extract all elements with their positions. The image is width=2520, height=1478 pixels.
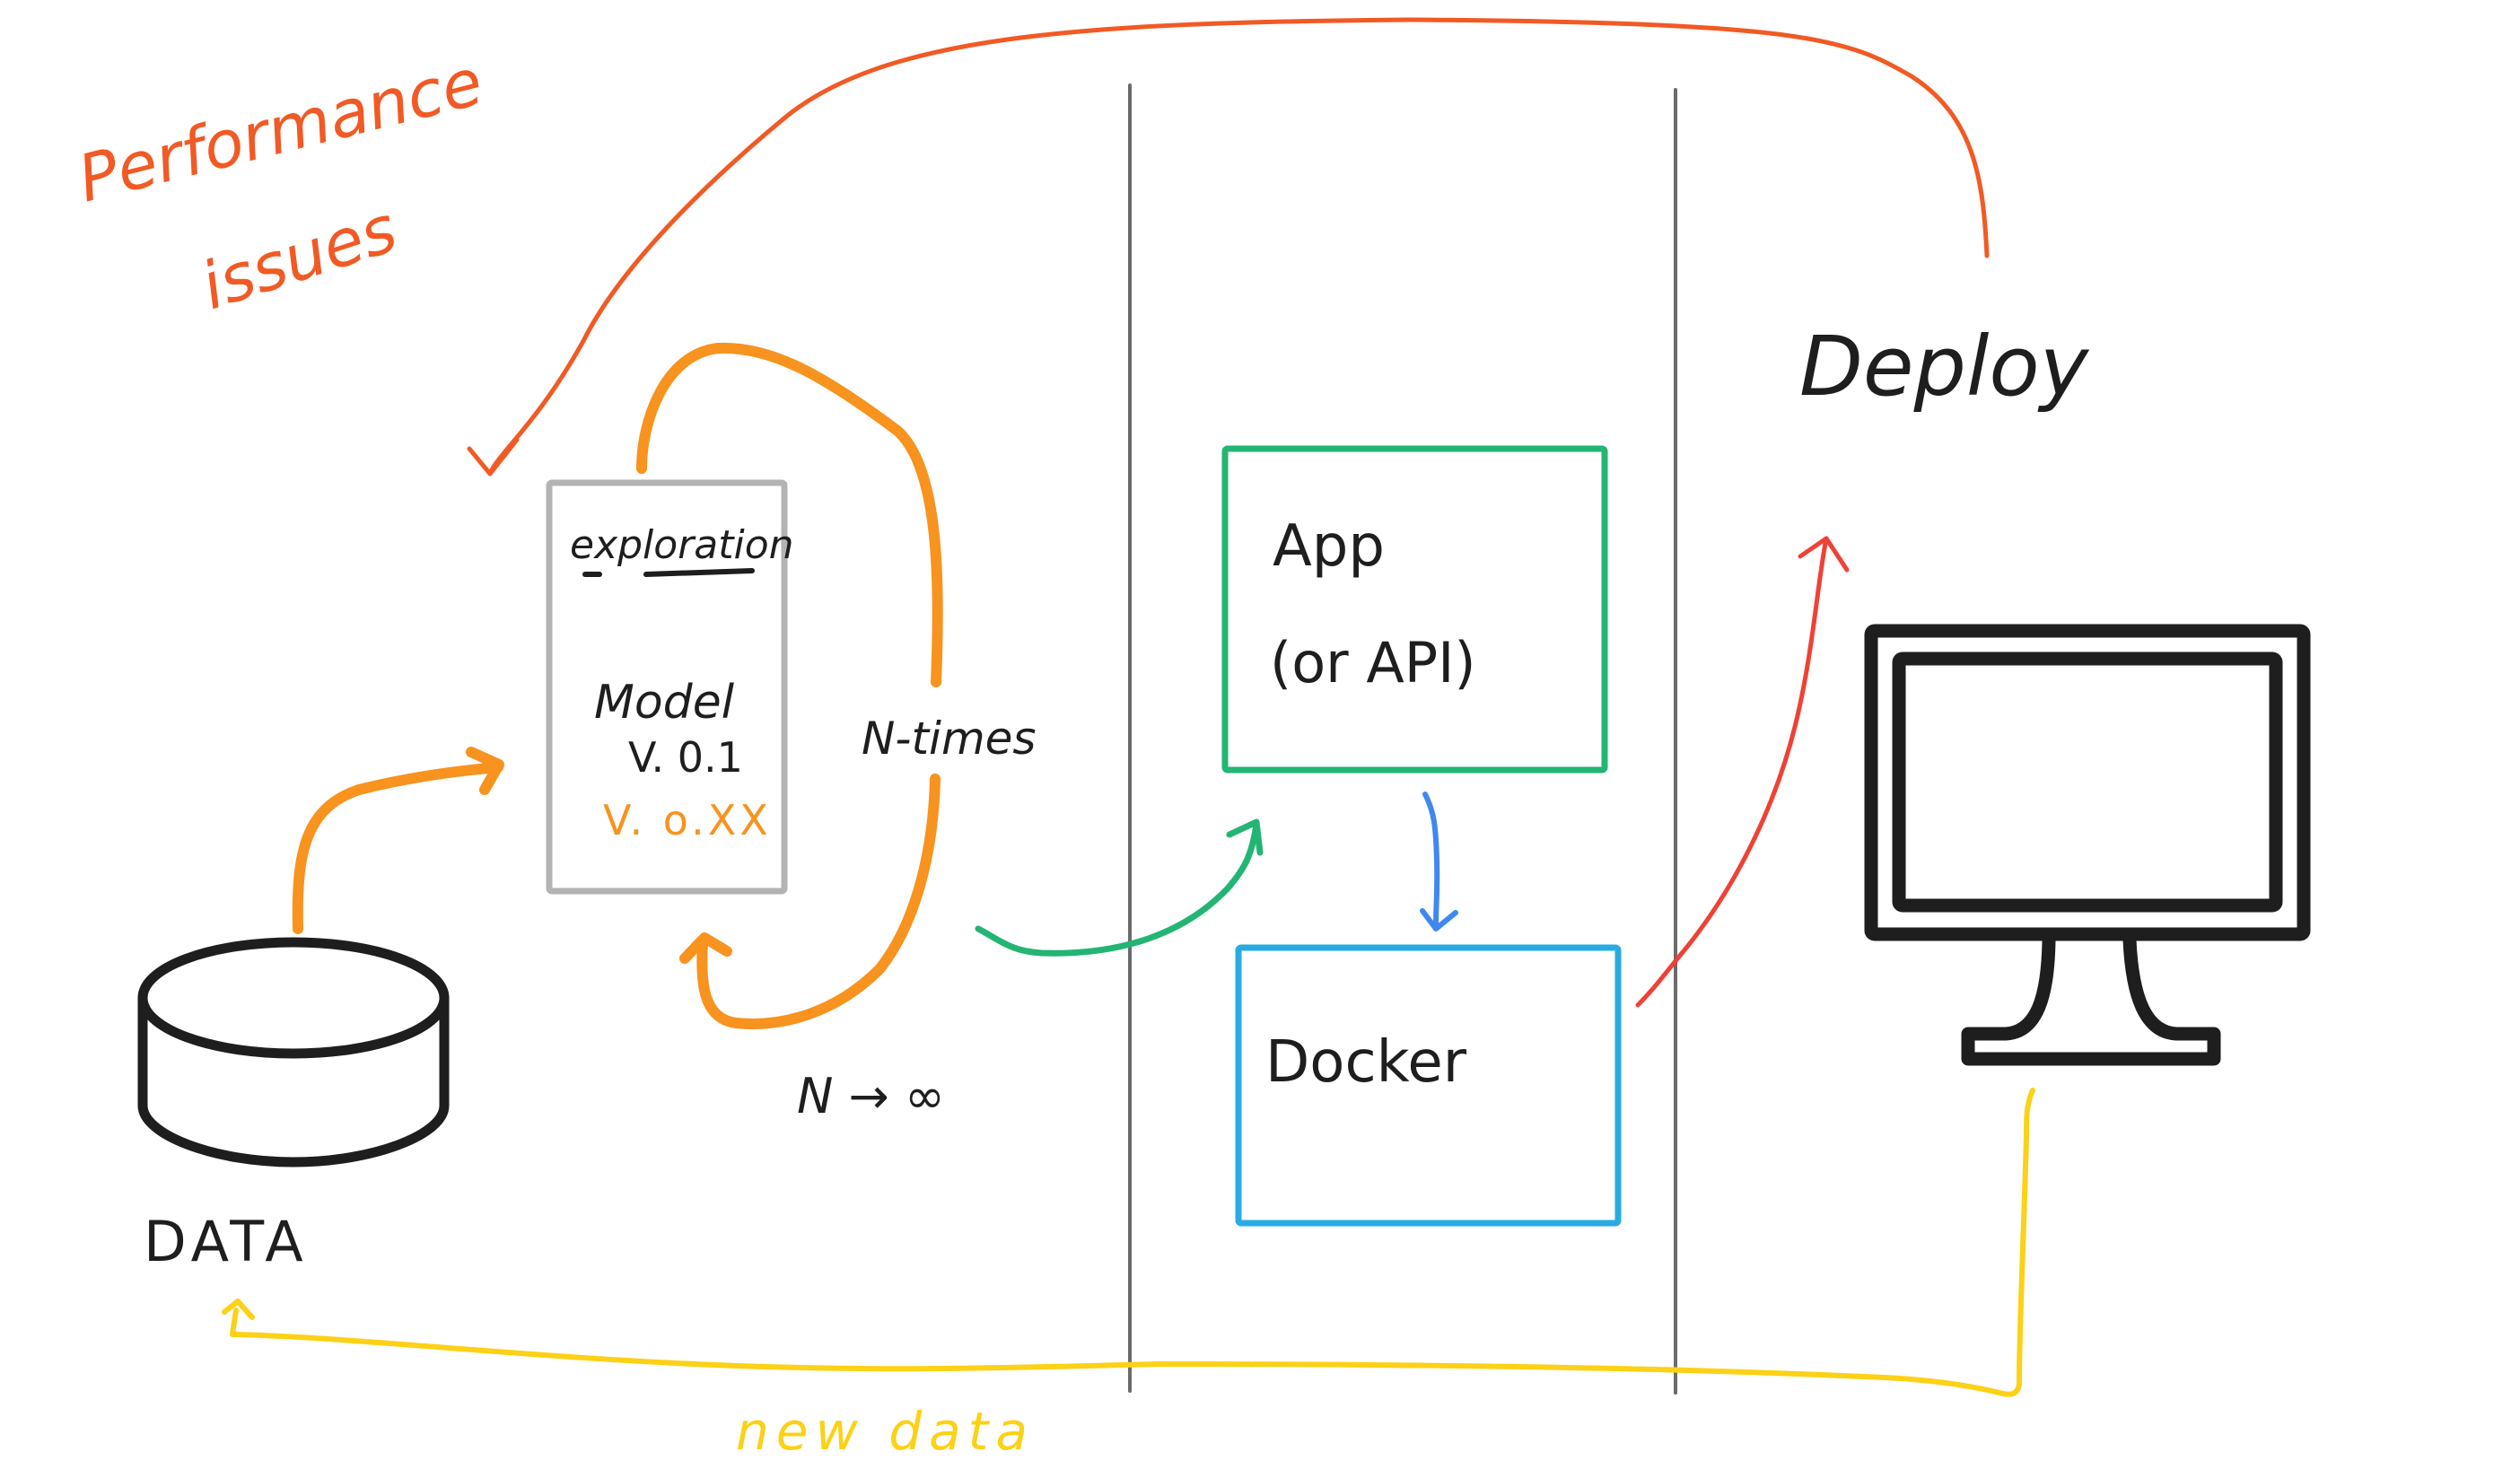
n-to-infinity-label: N → ∞ bbox=[797, 1068, 945, 1124]
app-box bbox=[1221, 445, 1608, 774]
exploration-heading: exploration bbox=[570, 522, 794, 568]
app-box-subtitle: (or API) bbox=[1270, 630, 1476, 695]
data-to-exploration-arrow bbox=[292, 762, 503, 934]
n-times-label: N-times bbox=[862, 713, 1036, 765]
docker-to-deploy-arrowhead bbox=[1798, 536, 1850, 573]
performance-feedback-arrow bbox=[487, 17, 1990, 476]
iteration-loop-arrowhead bbox=[679, 932, 732, 964]
new-data-feedback-arrowhead bbox=[222, 1299, 255, 1337]
performance-feedback-arrowhead bbox=[467, 437, 520, 477]
new-data-label: new data bbox=[736, 1401, 1035, 1462]
model-version-iterated: V. o.XX bbox=[603, 796, 772, 844]
iteration-loop-top bbox=[636, 342, 943, 687]
docker-box bbox=[1235, 944, 1622, 1227]
exploration-to-app-arrowhead bbox=[1226, 818, 1264, 856]
app-to-docker-arrow bbox=[1422, 791, 1440, 927]
app-box-title: App bbox=[1273, 513, 1385, 580]
data-store-label: DATA bbox=[144, 1209, 309, 1274]
model-version-initial: V. 0.1 bbox=[628, 733, 743, 782]
exploration-heading-underline bbox=[643, 568, 755, 577]
monitor-icon bbox=[1864, 624, 2311, 1066]
docker-box-label: Docker bbox=[1265, 1029, 1467, 1096]
performance-issues-label-line2: issues bbox=[192, 191, 406, 325]
exploration-box bbox=[546, 479, 788, 895]
iteration-loop-bottom bbox=[696, 774, 941, 1029]
data-to-exploration-arrowhead bbox=[466, 747, 504, 795]
model-label: Model bbox=[594, 676, 735, 730]
app-to-docker-arrowhead bbox=[1420, 908, 1458, 931]
deploy-label: Deploy bbox=[1799, 319, 2090, 415]
new-data-feedback-arrow bbox=[231, 1088, 2035, 1397]
exploration-to-app-arrow bbox=[975, 820, 1260, 957]
docker-to-deploy-arrow bbox=[1635, 536, 1829, 1008]
performance-issues-label-line1: Performance bbox=[71, 44, 490, 217]
database-icon bbox=[137, 937, 450, 1168]
